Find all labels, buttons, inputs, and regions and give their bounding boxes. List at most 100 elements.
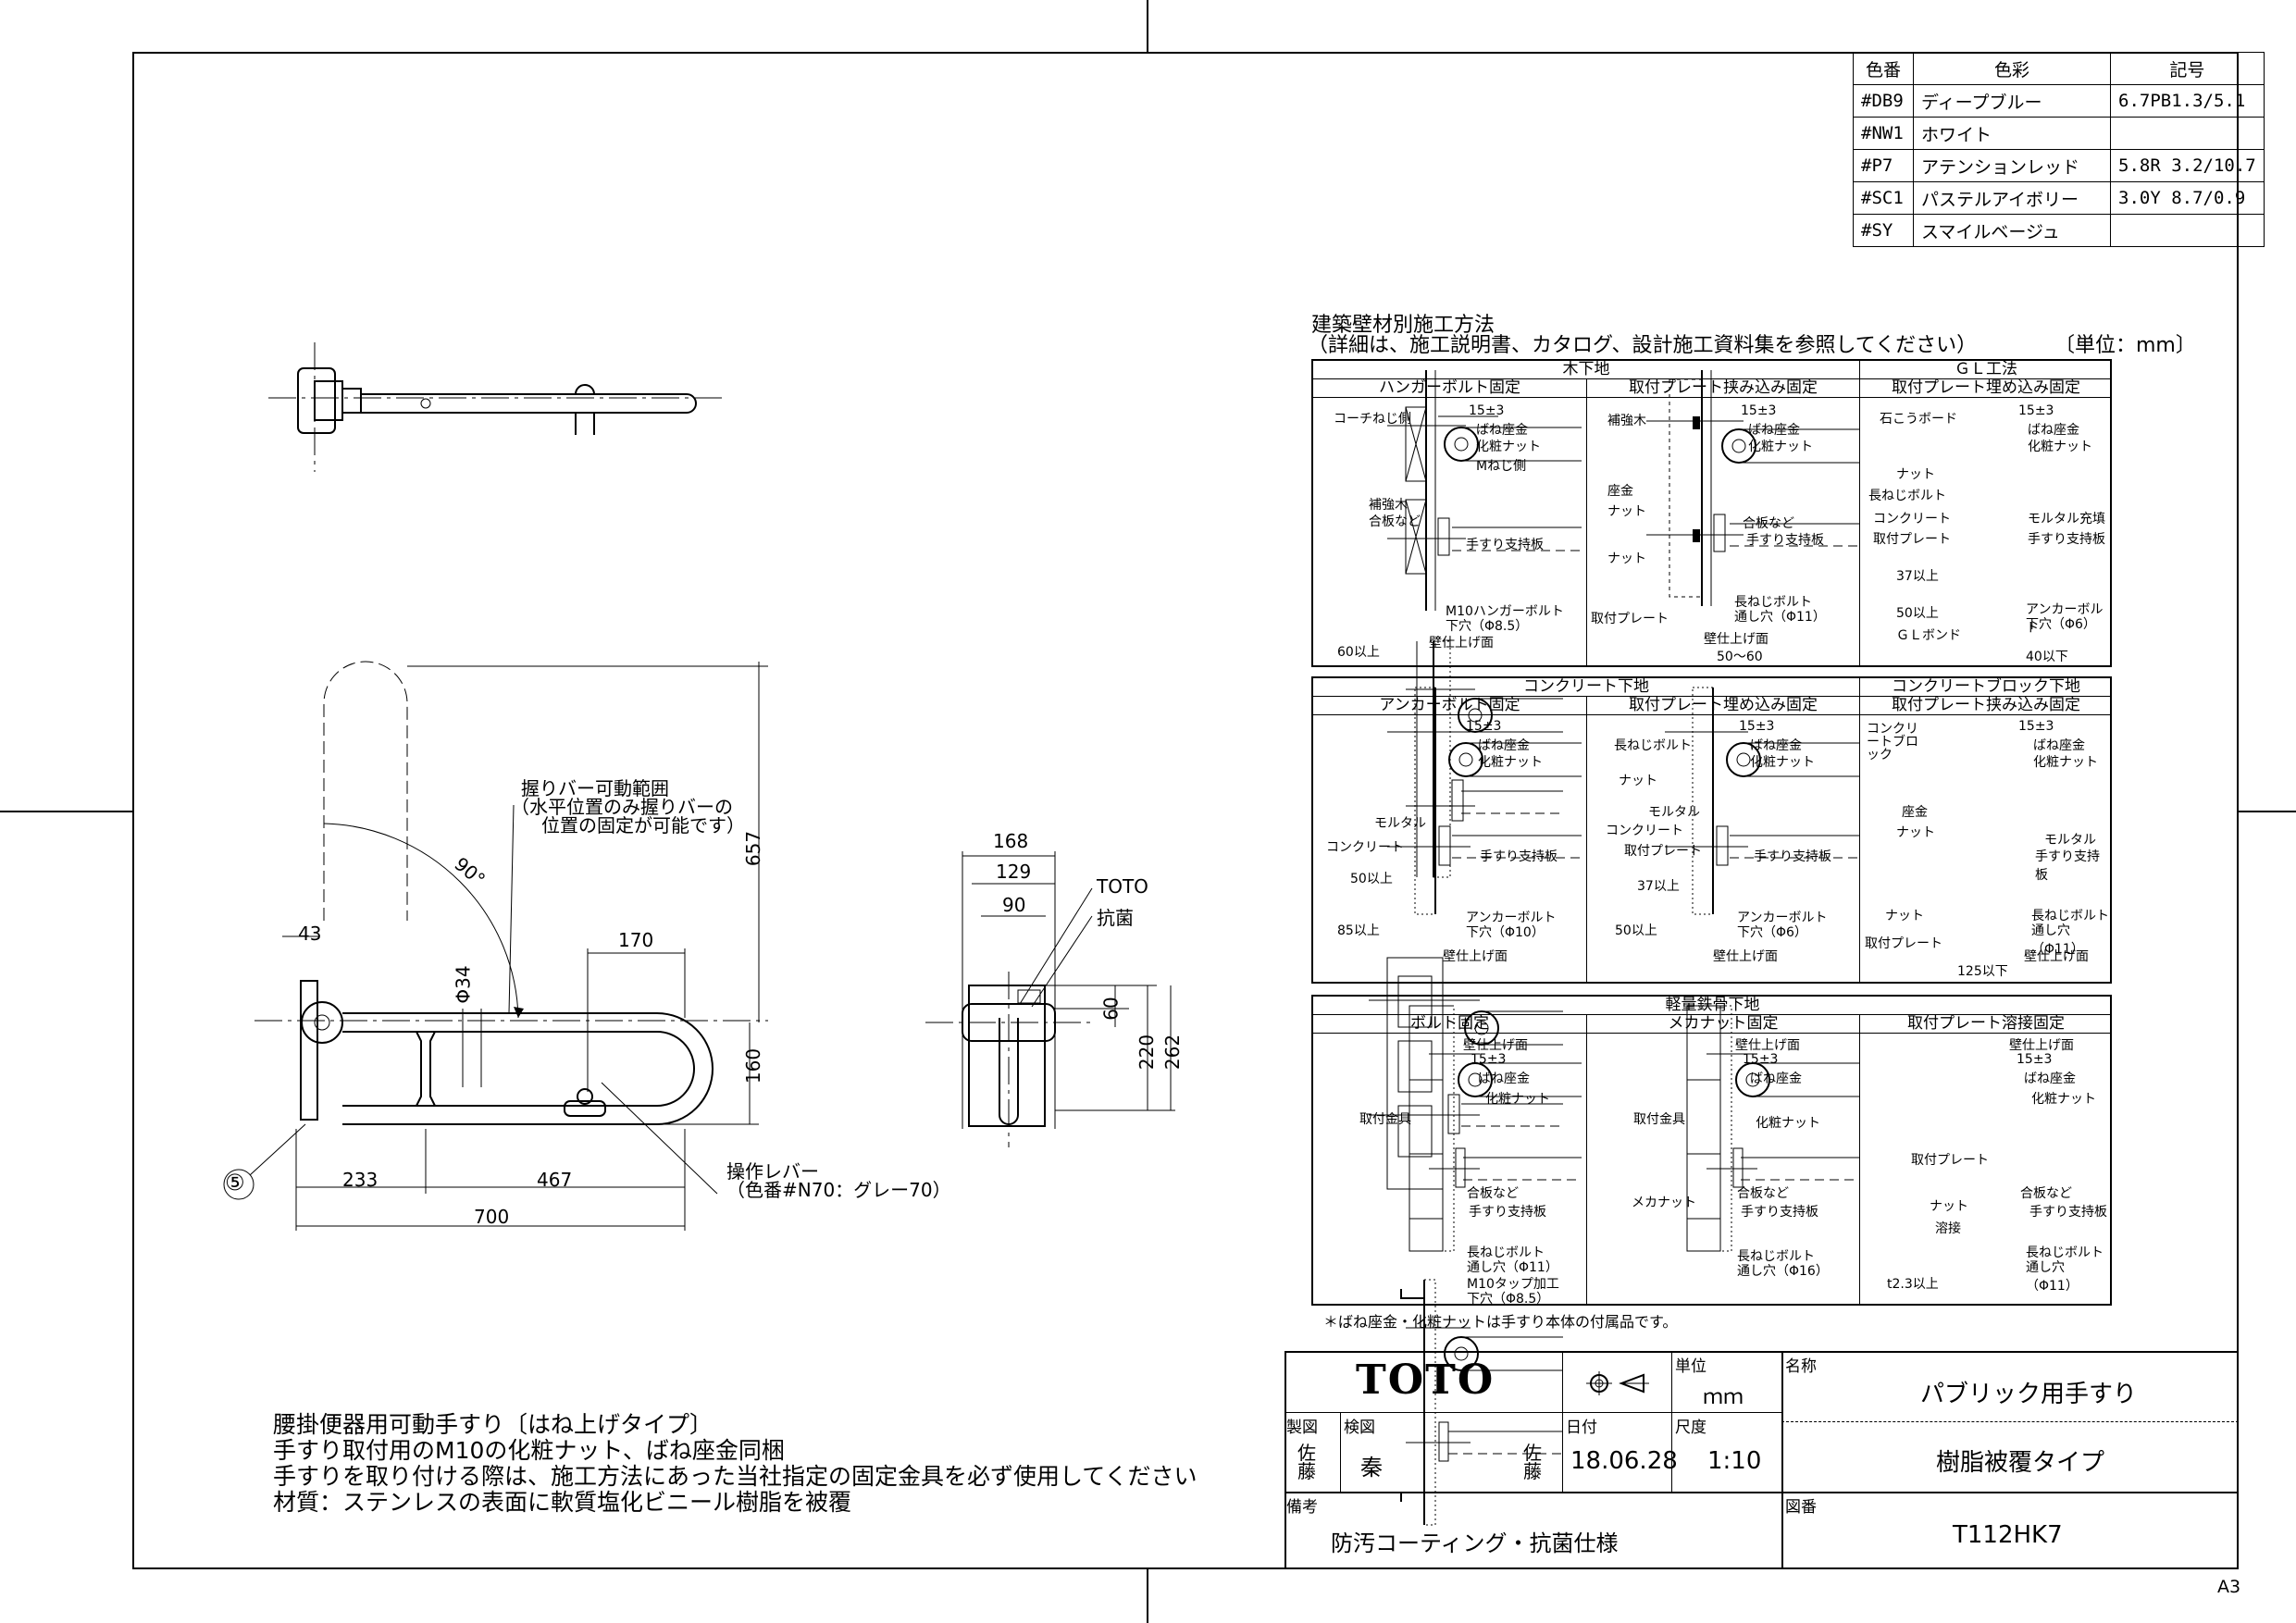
label-finish-face: 壁仕上げ面 [1704, 632, 1769, 647]
label-nut: ナット [1896, 467, 1935, 482]
install-grid-concrete: コンクリート下地 コンクリートブロック下地 アンカーボルト固定 取付プレート埋め… [1311, 676, 2112, 1190]
label-d15: 15±3 [2017, 1052, 2053, 1067]
center-tick-right [2239, 811, 2296, 812]
drawn-stamp: 佐藤 [1297, 1442, 1316, 1482]
unit-label: 単位 [1675, 1357, 1706, 1376]
divider [1586, 379, 1587, 667]
label-cosmetic-nut: 化粧ナット [1485, 1092, 1550, 1107]
label-long-bolt: 長ねじボルト [2026, 1245, 2104, 1260]
remarks-value: 防汚コーティング・抗菌仕様 [1331, 1530, 1619, 1556]
label-d15: 15±3 [1739, 719, 1775, 734]
install-grid-wood: 木下地 ＧＬ工法 ハンガーボルト固定 取付プレート挟み込み固定 取付プレート埋め… [1311, 359, 2112, 878]
label-spring-washer: ばね座金 [1478, 738, 1530, 753]
method-anchor: アンカーボルト固定 [1313, 697, 1586, 715]
table-cell: スマイルベージュ [1913, 214, 2111, 247]
table-cell: #SY [1853, 214, 1914, 247]
label-cosmetic-nut: 化粧ナット [1748, 440, 1813, 454]
divider [1562, 1412, 1563, 1492]
method-plate-weld: 取付プレート溶接固定 [1859, 1015, 2112, 1034]
table-cell [2110, 117, 2265, 150]
label-long-bolt: 長ねじボルト [1614, 738, 1692, 753]
label-finish-face: 壁仕上げ面 [2024, 949, 2089, 964]
label-mount-plate: 取付プレート [1911, 1153, 1989, 1168]
dim-262: 262 [1161, 1034, 1185, 1071]
dim-90: 90 [1002, 894, 1026, 916]
detail-bolt-steel [1409, 1005, 1582, 1252]
checked-stamp: 佐藤 [1523, 1442, 1542, 1482]
handrail-drawings [223, 342, 1175, 1231]
scale-label: 尺度 [1675, 1419, 1706, 1437]
label-cosmetic-nut: 化粧ナット [1476, 440, 1541, 454]
checked-label: 検図 [1344, 1419, 1375, 1437]
method-plate-embed: 取付プレート埋め込み固定 [1859, 379, 2112, 398]
label-d5060: 50～60 [1717, 650, 1763, 664]
label-d37: 37以上 [1637, 879, 1680, 894]
label-support-plate: 手すり支持板 [2035, 849, 2100, 883]
label-finish-face: 壁仕上げ面 [1443, 949, 1508, 964]
col-header: 記号 [2110, 52, 2265, 85]
divider [1671, 1351, 1672, 1492]
label-plywood: 合板など [1737, 1186, 1789, 1201]
label-weld: 溶接 [1935, 1221, 1961, 1236]
center-tick-left [0, 811, 132, 812]
label-pilot6: 下穴（Φ6） [1737, 925, 1807, 940]
divider [1586, 1015, 1587, 1306]
dim-700: 700 [474, 1206, 510, 1228]
divider [1562, 1351, 1563, 1412]
label-pilot85: 下穴（Φ8.5） [1446, 619, 1529, 634]
label-spring-washer: ばね座金 [2033, 738, 2085, 753]
label-concrete: コンクリート [1873, 512, 1951, 527]
label-cosmetic-nut: 化粧ナット [1756, 1116, 1820, 1131]
paper-size: A3 [2217, 1577, 2241, 1597]
dim-129: 129 [996, 861, 1032, 883]
install-footnote: ＊ばね座金・化粧ナットは手すり本体の付属品です。 [1323, 1313, 1678, 1331]
date-label: 日付 [1566, 1419, 1597, 1437]
label-long-bolt: 長ねじボルト [1734, 595, 1812, 610]
label-anchor-bolt: アンカーボルト [1466, 911, 1557, 925]
color-table-header: 色番 色彩 記号 [1853, 52, 2265, 85]
label-plywood: 合板など [1743, 516, 1794, 531]
label-d50: 50以上 [1615, 923, 1657, 938]
range-note-1: （水平位置のみ握りバーの [511, 796, 733, 818]
divider [1586, 697, 1587, 984]
label-spring-washer: ばね座金 [1476, 423, 1528, 438]
label-d85: 85以上 [1337, 923, 1380, 938]
range-note-2: 位置の固定が可能です） [541, 814, 745, 836]
label-support-plate: 手すり支持板 [1754, 849, 1831, 864]
divider [1285, 1492, 2239, 1493]
table-cell: アテンションレッド [1913, 149, 2111, 182]
label-spring-washer: ばね座金 [1750, 1072, 1802, 1086]
label-mount-plate: 取付プレート [1865, 936, 1942, 951]
label-finish-face: 壁仕上げ面 [1735, 1038, 1800, 1053]
label-concrete: コンクリート [1326, 840, 1404, 855]
dim-160: 160 [742, 1047, 765, 1084]
label-d50: 50以上 [1350, 872, 1393, 886]
label-anchor-bolt: アンカーボルト [1737, 911, 1828, 925]
lever-label: 操作レバー [726, 1160, 819, 1183]
toto-tag: TOTO [1097, 875, 1148, 898]
label-pilot85: 下穴（Φ8.5） [1467, 1292, 1550, 1307]
label-spring-washer: ばね座金 [2028, 423, 2079, 438]
checked-name: 秦 [1360, 1455, 1383, 1481]
label-zagane: 座金 [1607, 484, 1633, 499]
scale-value: 1:10 [1707, 1447, 1762, 1475]
table-cell: 6.7PB1.3/5.1 [2110, 84, 2265, 118]
label-m-screw: Mねじ側 [1476, 459, 1527, 474]
label-nut: ナット [1619, 774, 1657, 788]
detail-plate-weld [1400, 1279, 1563, 1526]
divider [1781, 1351, 1783, 1569]
label-finish-face: 壁仕上げ面 [2009, 1038, 2074, 1053]
divider [1781, 1421, 2239, 1423]
table-cell: ホワイト [1913, 117, 2111, 150]
detail-plate-embed-concrete [1665, 687, 1860, 915]
dim-657: 657 [742, 830, 765, 867]
description-line: 材質：ステンレスの表面に軟質塩化ビニール樹脂を被覆 [273, 1489, 852, 1516]
table-cell: #NW1 [1853, 117, 1914, 150]
group-wood: 木下地 [1313, 361, 1859, 379]
label-mount-metal: 取付金具 [1359, 1112, 1411, 1127]
table-cell: 5.8R 3.2/10.7 [2110, 149, 2265, 182]
detail-mecha-nut [1686, 1005, 1860, 1252]
label-through11: 通し穴（Φ11） [2031, 923, 2084, 957]
dim-60: 60 [1099, 997, 1123, 1021]
label-through16: 通し穴（Φ16） [1737, 1264, 1829, 1279]
